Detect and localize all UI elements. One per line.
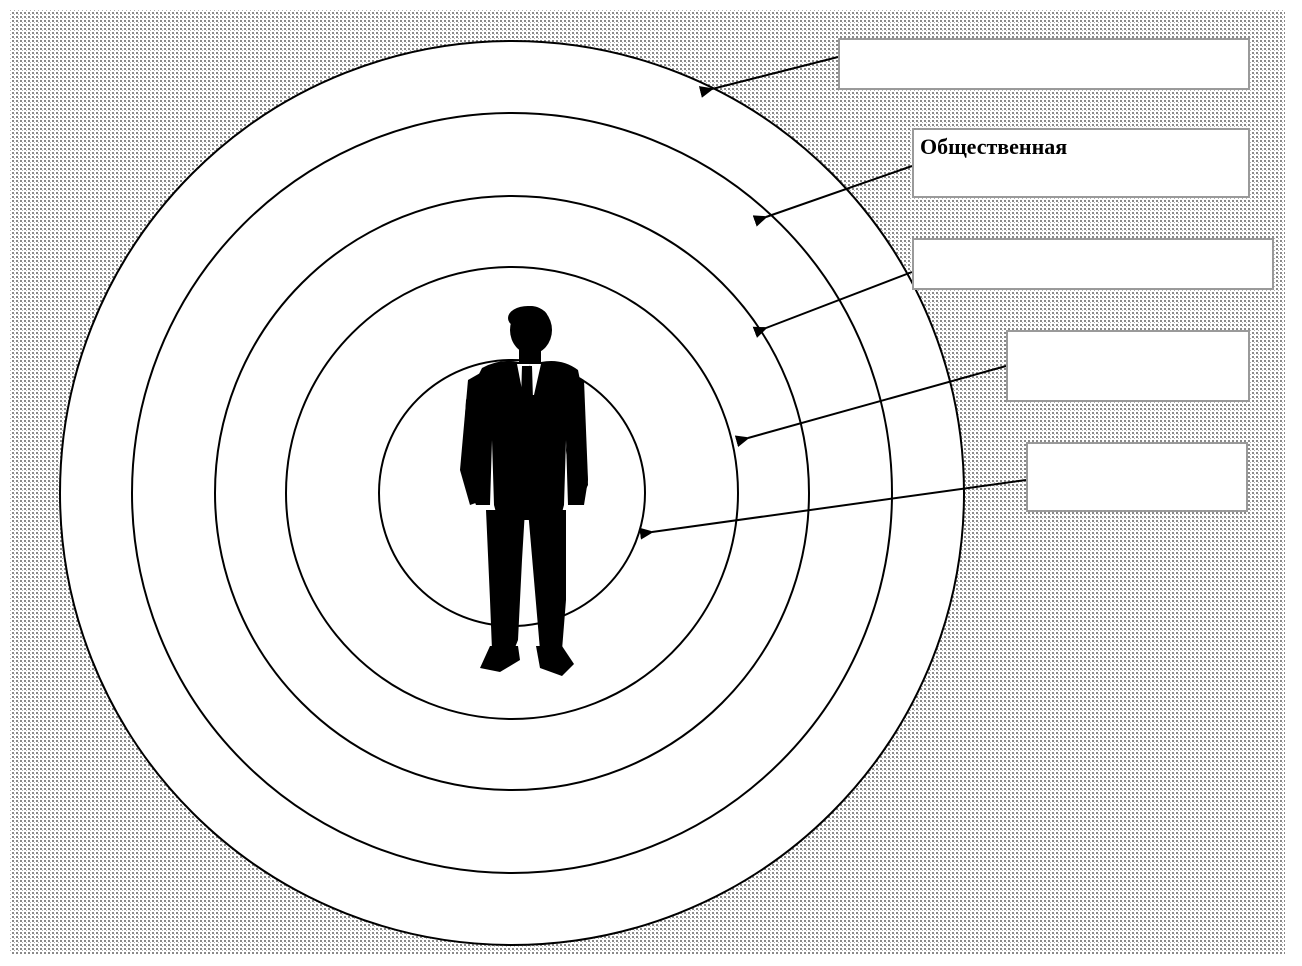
arrow-3 [752, 271, 913, 338]
zone-label-box-3[interactable] [912, 238, 1274, 290]
zone-label-box-1[interactable] [838, 38, 1250, 90]
arrow-5 [639, 479, 1027, 540]
zone-label-box-5[interactable] [1026, 442, 1248, 512]
zone-label-box-4[interactable] [1006, 330, 1250, 402]
zone-label-box-2[interactable]: Общественная [912, 128, 1250, 198]
arrow-4 [734, 365, 1007, 448]
arrow-2 [752, 165, 913, 227]
businessman-silhouette-icon [460, 306, 588, 676]
arrow-1 [698, 56, 839, 98]
zone-label-2: Общественная [920, 134, 1068, 159]
arrows [639, 56, 1027, 540]
